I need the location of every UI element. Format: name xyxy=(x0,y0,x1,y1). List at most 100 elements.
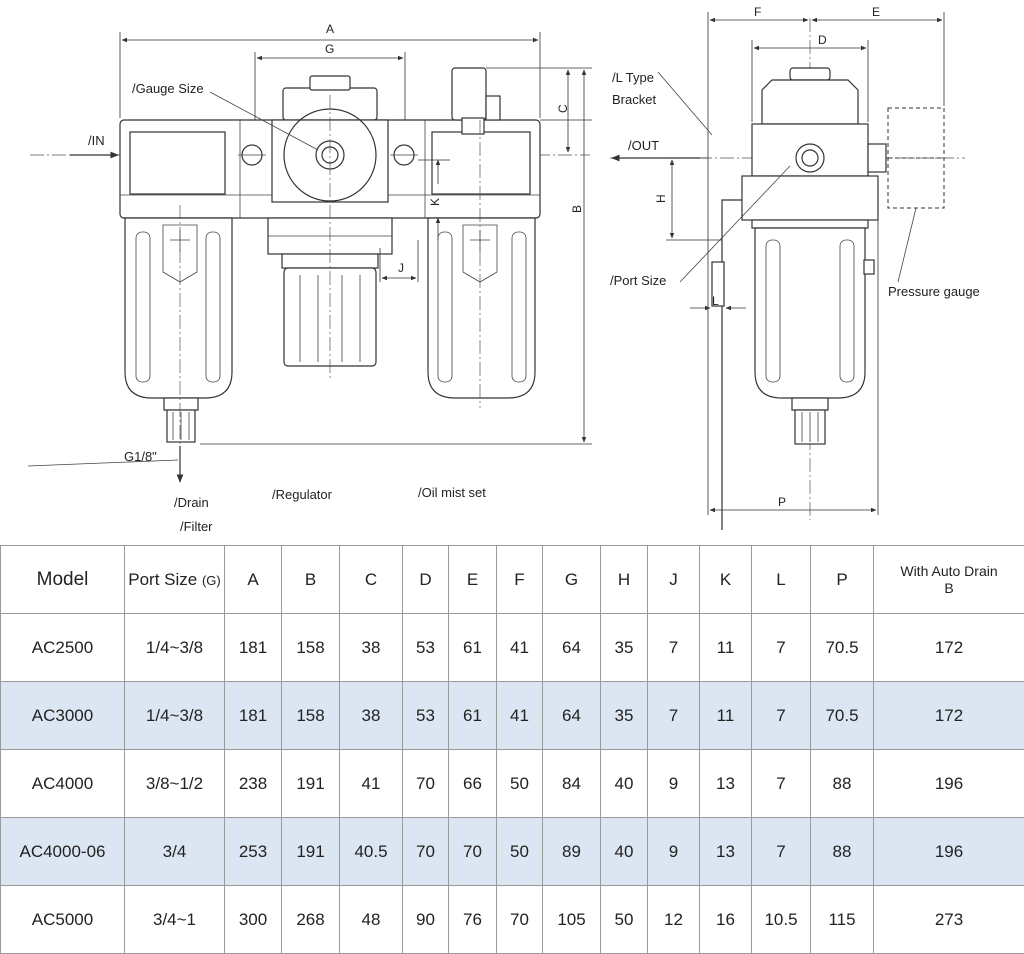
cell-e: 61 xyxy=(449,614,497,682)
dim-label-k: K xyxy=(428,198,442,206)
table-row: AC5000 3/4~1 300 268 48 90 76 70 105 50 … xyxy=(1,886,1024,954)
cell-d: 70 xyxy=(403,818,449,886)
cell-f: 41 xyxy=(497,614,543,682)
dim-label-g: G xyxy=(325,42,334,56)
cell-b: 191 xyxy=(282,818,340,886)
cell-b: 191 xyxy=(282,750,340,818)
cell-g: 64 xyxy=(543,614,601,682)
cell-model: AC3000 xyxy=(1,682,125,750)
cell-c: 48 xyxy=(340,886,403,954)
cell-a: 253 xyxy=(225,818,282,886)
header-d: D xyxy=(403,546,449,614)
cell-j: 7 xyxy=(648,682,700,750)
technical-drawing: A G C B K J xyxy=(0,0,1024,545)
cell-e: 61 xyxy=(449,682,497,750)
cell-d: 53 xyxy=(403,682,449,750)
cell-c: 38 xyxy=(340,682,403,750)
header-e: E xyxy=(449,546,497,614)
dim-label-c: C xyxy=(556,104,570,113)
table-row: AC4000-06 3/4 253 191 40.5 70 70 50 89 4… xyxy=(1,818,1024,886)
cell-a: 181 xyxy=(225,682,282,750)
cell-l: 7 xyxy=(752,682,811,750)
cell-port: 3/4~1 xyxy=(125,886,225,954)
cell-auto: 273 xyxy=(874,886,1024,954)
cell-model: AC2500 xyxy=(1,614,125,682)
header-h: H xyxy=(601,546,648,614)
cell-f: 41 xyxy=(497,682,543,750)
cell-g: 64 xyxy=(543,682,601,750)
cell-c: 40.5 xyxy=(340,818,403,886)
cell-k: 16 xyxy=(700,886,752,954)
cell-e: 66 xyxy=(449,750,497,818)
dim-label-f: F xyxy=(754,5,761,19)
label-drain: /Drain xyxy=(174,495,209,510)
cell-l: 10.5 xyxy=(752,886,811,954)
cell-b: 268 xyxy=(282,886,340,954)
cell-g: 84 xyxy=(543,750,601,818)
cell-port: 1/4~3/8 xyxy=(125,614,225,682)
header-b: B xyxy=(282,546,340,614)
label-filter: /Filter xyxy=(180,519,213,534)
cell-a: 300 xyxy=(225,886,282,954)
cell-model: AC5000 xyxy=(1,886,125,954)
cell-l: 7 xyxy=(752,818,811,886)
cell-auto: 172 xyxy=(874,614,1024,682)
header-auto-drain-label: With Auto Drain xyxy=(900,563,997,579)
table-header-row: Model Port Size (G) A B C D E F G H J K … xyxy=(1,546,1024,614)
header-auto-drain-b: B xyxy=(944,580,953,596)
label-out: /OUT xyxy=(628,138,659,153)
cell-k: 13 xyxy=(700,750,752,818)
dim-label-b: B xyxy=(570,205,584,213)
specification-table: Model Port Size (G) A B C D E F G H J K … xyxy=(0,545,1024,954)
cell-p: 70.5 xyxy=(811,614,874,682)
dim-label-d: D xyxy=(818,33,827,47)
cell-c: 41 xyxy=(340,750,403,818)
cell-f: 50 xyxy=(497,818,543,886)
cell-k: 11 xyxy=(700,682,752,750)
label-pressure-gauge: Pressure gauge xyxy=(888,284,980,299)
header-l: L xyxy=(752,546,811,614)
dim-label-l: L xyxy=(712,294,719,308)
cell-k: 11 xyxy=(700,614,752,682)
cell-k: 13 xyxy=(700,818,752,886)
cell-g: 105 xyxy=(543,886,601,954)
cell-p: 88 xyxy=(811,818,874,886)
label-l-type-2: Bracket xyxy=(612,92,656,107)
cell-auto: 196 xyxy=(874,818,1024,886)
cell-h: 35 xyxy=(601,682,648,750)
header-j: J xyxy=(648,546,700,614)
cell-d: 70 xyxy=(403,750,449,818)
label-oil-mist-set: /Oil mist set xyxy=(418,485,486,500)
cell-port: 3/8~1/2 xyxy=(125,750,225,818)
dim-label-j: J xyxy=(398,261,404,275)
label-l-type-1: /L Type xyxy=(612,70,654,85)
dim-label-h: H xyxy=(654,194,668,203)
label-port-size: /Port Size xyxy=(610,273,666,288)
cell-f: 50 xyxy=(497,750,543,818)
dim-label-a: A xyxy=(326,22,334,36)
cell-g: 89 xyxy=(543,818,601,886)
cell-l: 7 xyxy=(752,750,811,818)
cell-model: AC4000 xyxy=(1,750,125,818)
cell-c: 38 xyxy=(340,614,403,682)
dim-label-e: E xyxy=(872,5,880,19)
table-row: AC4000 3/8~1/2 238 191 41 70 66 50 84 40… xyxy=(1,750,1024,818)
cell-a: 238 xyxy=(225,750,282,818)
table-row: AC3000 1/4~3/8 181 158 38 53 61 41 64 35… xyxy=(1,682,1024,750)
cell-port: 3/4 xyxy=(125,818,225,886)
header-port-size-unit: (G) xyxy=(202,573,221,588)
header-f: F xyxy=(497,546,543,614)
cell-j: 7 xyxy=(648,614,700,682)
dim-label-p: P xyxy=(778,495,786,509)
cell-e: 76 xyxy=(449,886,497,954)
cell-j: 9 xyxy=(648,750,700,818)
header-model: Model xyxy=(1,546,125,614)
cell-p: 70.5 xyxy=(811,682,874,750)
cell-port: 1/4~3/8 xyxy=(125,682,225,750)
cell-j: 12 xyxy=(648,886,700,954)
cell-h: 50 xyxy=(601,886,648,954)
cell-auto: 196 xyxy=(874,750,1024,818)
cell-p: 115 xyxy=(811,886,874,954)
cell-model: AC4000-06 xyxy=(1,818,125,886)
